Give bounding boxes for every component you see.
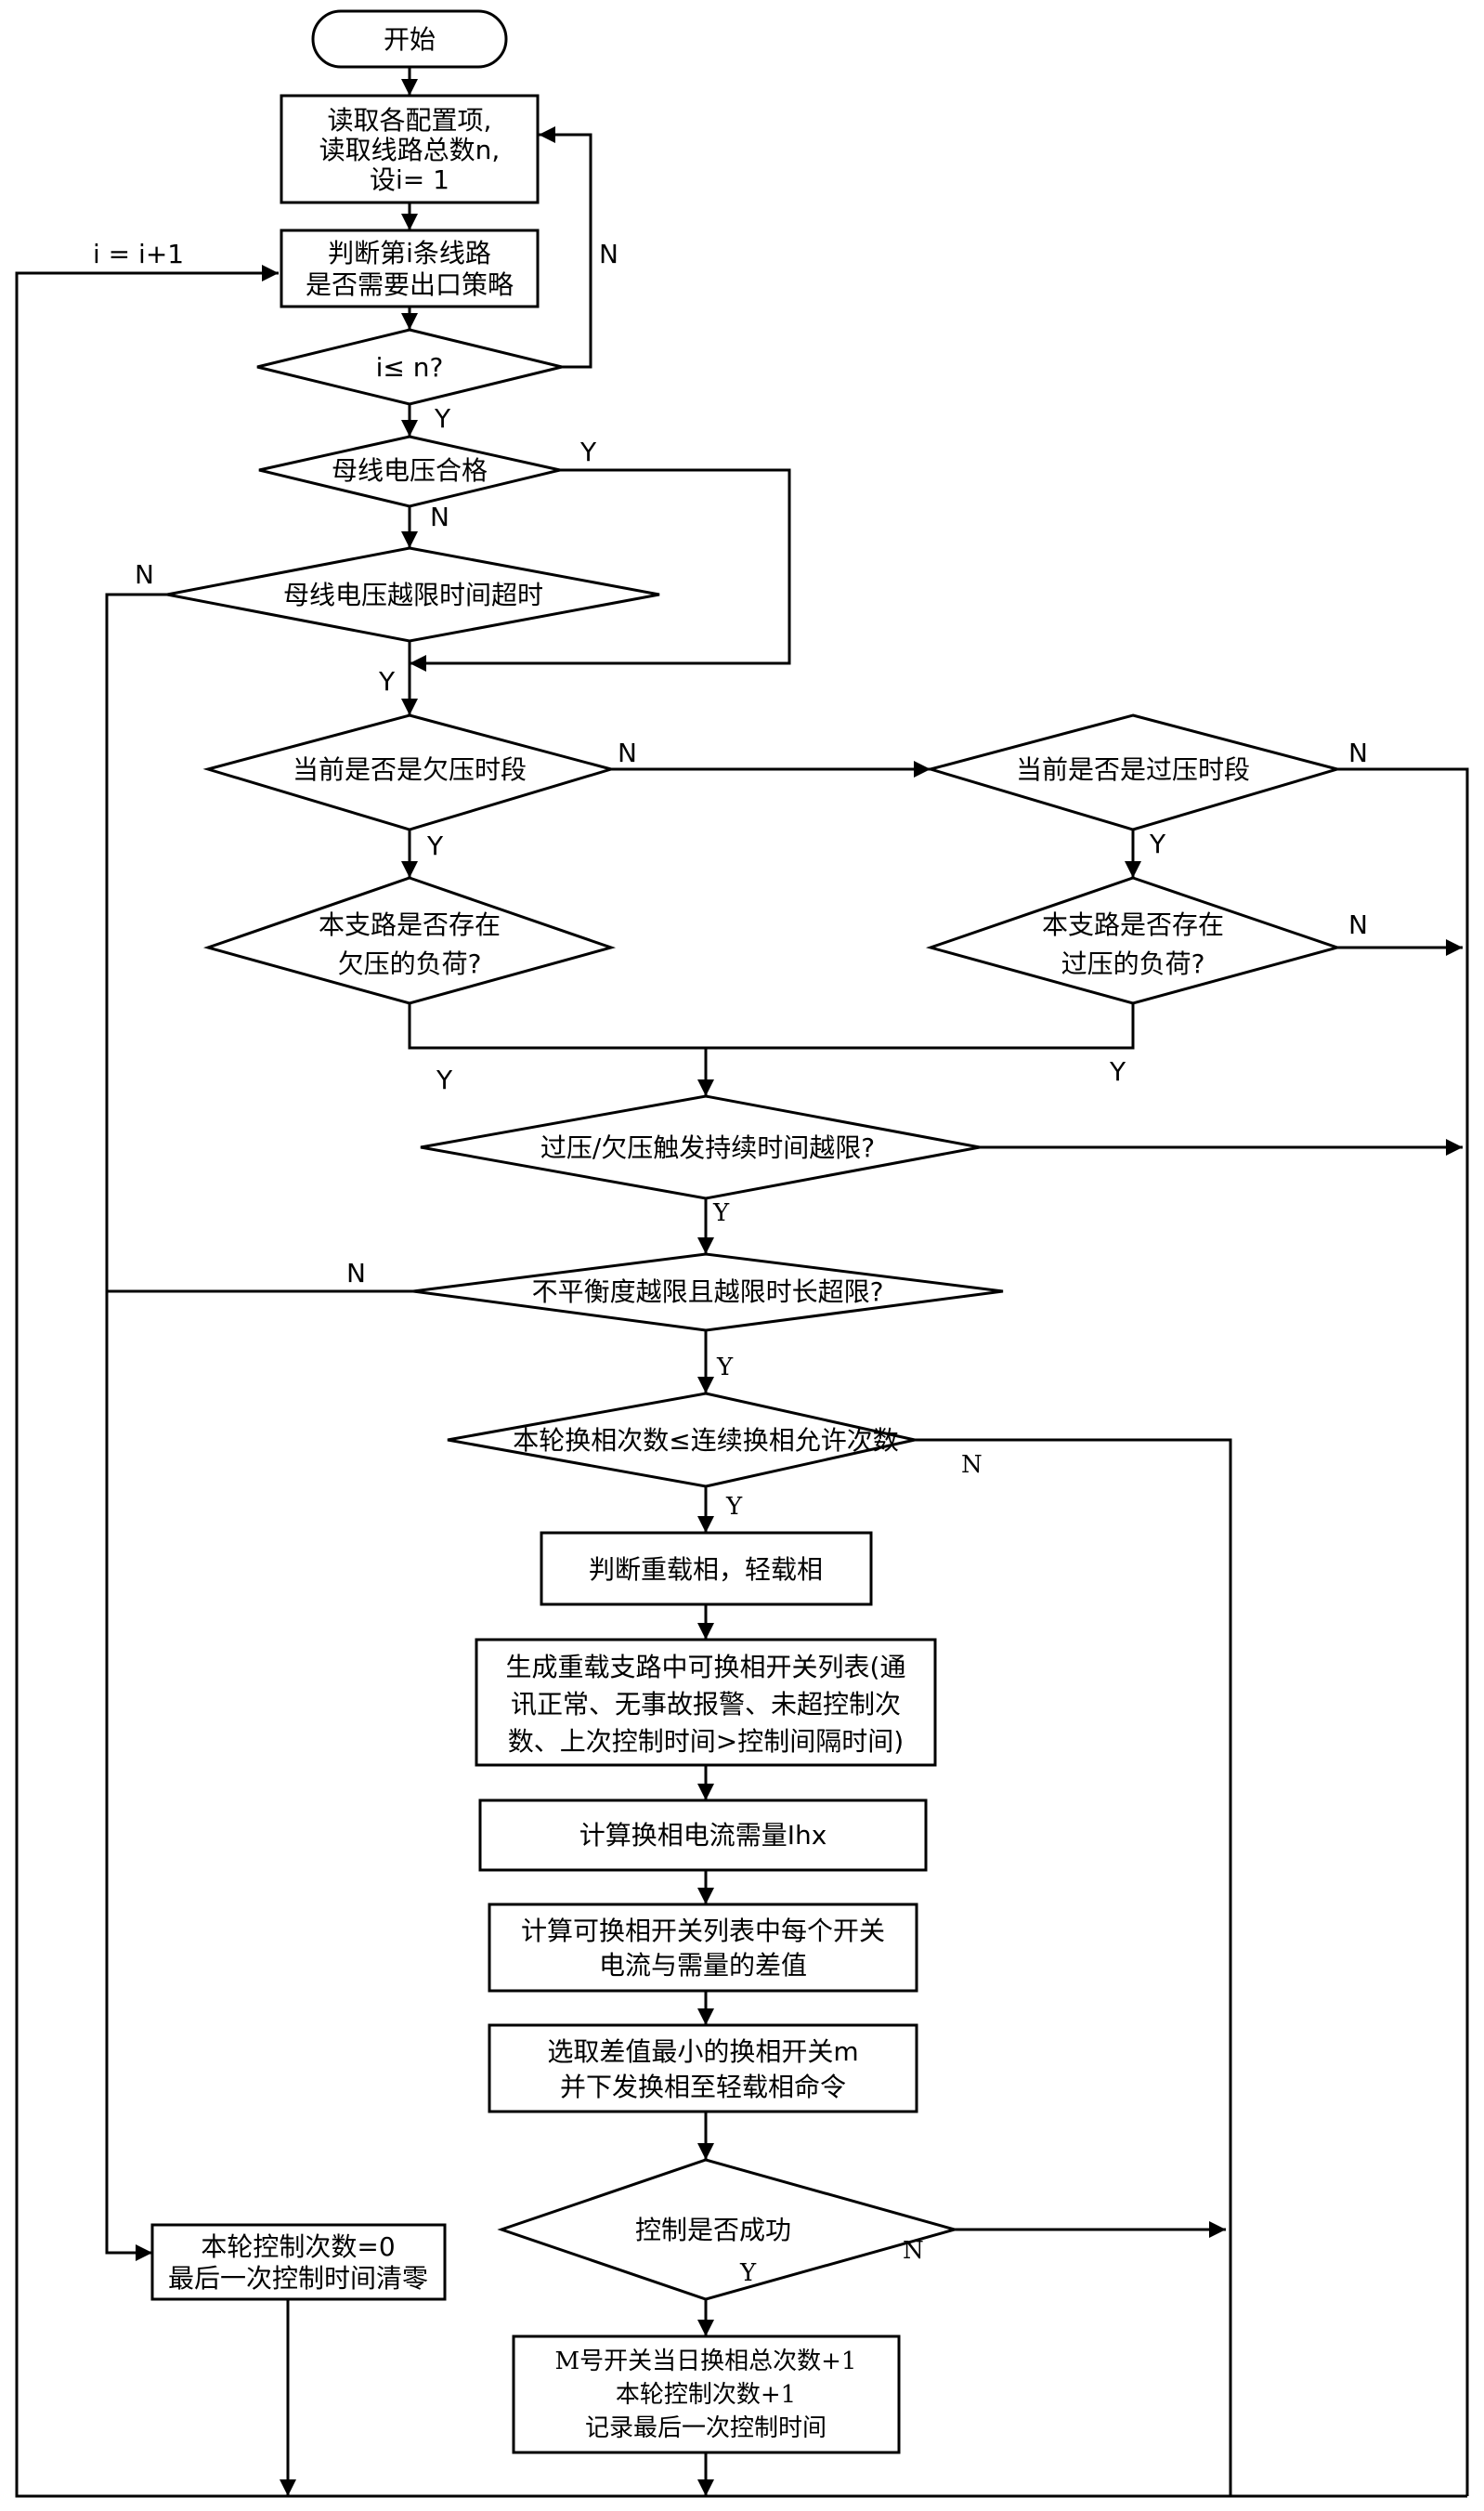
node-calc-difference-line2: 电流与需量的差值 (599, 1950, 807, 1981)
node-start-label: 开始 (384, 24, 436, 55)
label-over-period-yes: Y (1149, 829, 1166, 859)
node-read-config: 读取各配置项, 读取线路总数n, 设i= 1 (280, 94, 540, 204)
node-bus-voltage-timeout: 母线电压越限时间超时 (166, 546, 660, 643)
node-overvoltage-period: 当前是否是过压时段 (925, 713, 1343, 831)
label-control-yes: Y (739, 2259, 757, 2287)
node-judge-line-line2: 是否需要出口策略 (306, 269, 514, 300)
node-bus-voltage-ok: 母线电压合格 (258, 435, 561, 508)
node-unbalance: 不平衡度越限且越限时长超限? (412, 1252, 1004, 1332)
node-branch-overvoltage-load-line2: 过压的负荷? (1061, 948, 1205, 979)
flow-round-no (915, 1438, 1232, 2496)
flow-over-no (1337, 767, 1469, 2496)
node-control-success-label: 控制是否成功 (635, 2215, 791, 2245)
flow-ifn-no-loop (539, 126, 592, 369)
label-unbalance-no: N (346, 1258, 366, 1288)
node-judge-heavy-light: 判断重载相，轻载相 (540, 1531, 873, 1606)
node-bus-voltage-ok-label: 母线电压合格 (332, 455, 488, 486)
node-update-counts-line2: 本轮控制次数+1 (616, 2381, 796, 2409)
label-under-period-yes: Y (426, 830, 444, 861)
node-read-config-line1: 读取各配置项, (328, 105, 492, 136)
node-select-switch: 选取差值最小的换相开关m 并下发换相至轻载相命令 (488, 2023, 918, 2113)
node-calc-demand: 计算换相电流需量Ihx (478, 1798, 928, 1872)
label-control-no: N (903, 2237, 924, 2265)
node-update-counts: M号开关当日换相总次数+1 本轮控制次数+1 记录最后一次控制时间 (512, 2334, 901, 2454)
node-round-count-label: 本轮换相次数≤连续换相允许次数 (513, 1425, 898, 1456)
label-under-period-no: N (618, 738, 637, 768)
node-cond-i-le-n: i≤ n? (256, 328, 563, 406)
node-generate-switch-list-line2: 讯正常、无事故报警、未超控制次 (511, 1689, 901, 1720)
node-round-count: 本轮换相次数≤连续换相允许次数 (447, 1392, 916, 1488)
node-judge-line: 判断第i条线路 是否需要出口策略 (280, 229, 540, 308)
node-select-switch-line1: 选取差值最小的换相开关m (547, 2036, 858, 2067)
label-round-no: N (961, 1451, 983, 1479)
node-branch-overvoltage-load-line1: 本支路是否存在 (1042, 909, 1224, 940)
node-undervoltage-period-label: 当前是否是欠压时段 (293, 754, 527, 785)
node-generate-switch-list-line1: 生成重载支路中可换相开关列表(通 (506, 1652, 906, 1682)
label-round-yes: Y (725, 1493, 743, 1521)
node-reset-counts: 本轮控制次数=0 最后一次控制时间清零 (150, 2223, 447, 2301)
node-cond-i-le-n-label: i≤ n? (376, 352, 444, 383)
label-bus-ok-no: N (430, 502, 449, 532)
node-branch-overvoltage-load: 本支路是否存在 过压的负荷? (925, 876, 1343, 1005)
node-branch-undervoltage-load-line2: 欠压的负荷? (338, 948, 482, 979)
label-i-le-n-no: N (599, 239, 618, 269)
label-timeout-no: N (135, 559, 154, 590)
connectors (15, 67, 1469, 2498)
edge-labels: i = i+1 N Y Y N N Y N Y N Y Y Y N Y N Y … (93, 239, 1368, 2287)
node-start: 开始 (311, 9, 508, 69)
label-branch-over-yes: Y (1109, 1056, 1126, 1087)
node-branch-undervoltage-load-line1: 本支路是否存在 (319, 909, 501, 940)
node-overvoltage-period-label: 当前是否是过压时段 (1016, 754, 1250, 785)
node-read-config-line2: 读取线路总数n, (319, 135, 501, 165)
node-calc-difference-line1: 计算可换相开关列表中每个开关 (521, 1916, 885, 1946)
node-undervoltage-period: 当前是否是欠压时段 (202, 713, 617, 831)
node-judge-line-line1: 判断第i条线路 (328, 238, 491, 268)
node-generate-switch-list: 生成重载支路中可换相开关列表(通 讯正常、无事故报警、未超控制次 数、上次控制时… (475, 1638, 937, 1767)
node-update-counts-line1: M号开关当日换相总次数+1 (555, 2348, 857, 2375)
node-calc-difference: 计算可换相开关列表中每个开关 电流与需量的差值 (488, 1903, 918, 1993)
node-trigger-duration-label: 过压/欠压触发持续时间越限? (540, 1132, 875, 1163)
node-bus-voltage-timeout-label: 母线电压越限时间超时 (283, 580, 543, 610)
node-reset-counts-line2: 最后一次控制时间清零 (168, 2263, 428, 2294)
node-reset-counts-line1: 本轮控制次数=0 (201, 2231, 395, 2262)
flow-bottom-return (15, 265, 1467, 2498)
label-loop-increment: i = i+1 (93, 239, 184, 269)
flow-branchover-yes (706, 1003, 1135, 1050)
flow-busok-yes (410, 468, 791, 672)
label-unbalance-yes: Y (716, 1354, 734, 1381)
label-over-period-no: N (1348, 738, 1368, 768)
node-judge-heavy-light-label: 判断重载相，轻载相 (589, 1554, 823, 1585)
label-timeout-yes: Y (378, 666, 396, 697)
label-i-le-n-yes: Y (434, 403, 451, 434)
node-trigger-duration: 过压/欠压触发持续时间越限? (420, 1094, 981, 1200)
node-branch-undervoltage-load: 本支路是否存在 欠压的负荷? (202, 876, 617, 1005)
label-bus-ok-yes: Y (579, 437, 597, 467)
flow-timeout-no (105, 593, 167, 2261)
node-generate-switch-list-line3: 数、上次控制时间>控制间隔时间) (508, 1726, 904, 1757)
node-control-success: 控制是否成功 (497, 2158, 960, 2301)
node-update-counts-line3: 记录最后一次控制时间 (585, 2414, 827, 2442)
label-branch-over-no: N (1348, 909, 1368, 940)
node-select-switch-line2: 并下发换相至轻载相命令 (560, 2072, 846, 2102)
flow-branchunder-yes (408, 1003, 706, 1050)
label-branch-under-yes: Y (436, 1065, 453, 1095)
node-read-config-line3: 设i= 1 (370, 164, 449, 195)
node-unbalance-label: 不平衡度越限且越限时长超限? (532, 1276, 884, 1307)
node-calc-demand-label: 计算换相电流需量Ihx (579, 1820, 827, 1851)
label-trigger-yes: Y (712, 1199, 730, 1227)
